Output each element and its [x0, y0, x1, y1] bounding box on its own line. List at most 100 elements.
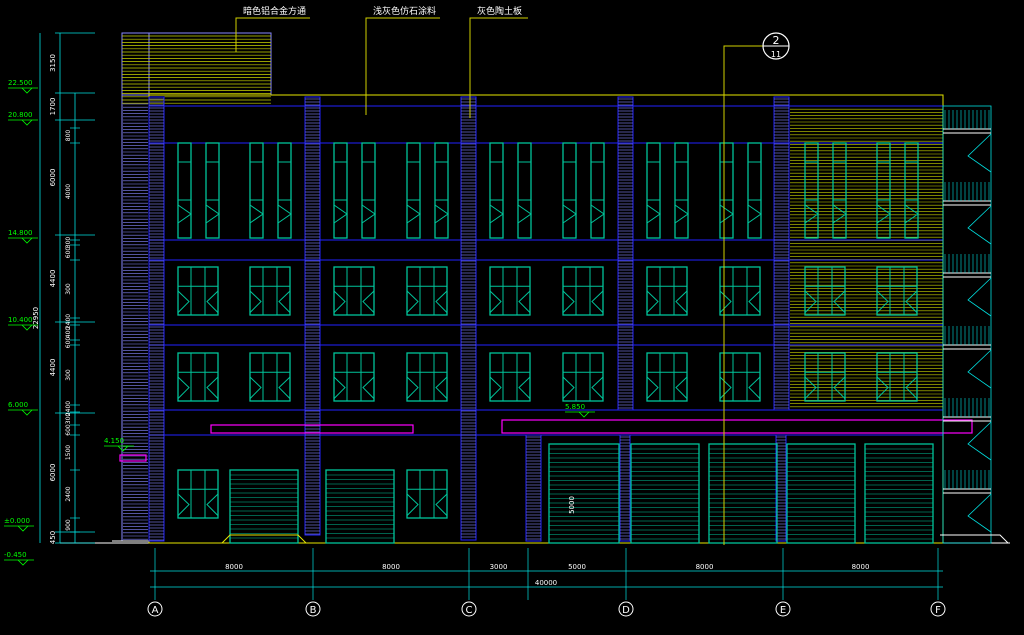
window-grid — [177, 142, 919, 519]
dim-text-inner: 300 — [65, 369, 72, 381]
dim-text-outer: 450 — [49, 531, 57, 544]
window-opening-mark — [406, 493, 419, 516]
window-opening-mark — [249, 376, 262, 399]
window-tall — [277, 142, 292, 239]
dim-text-bottom: 8000 — [696, 563, 714, 571]
detail-marker: 2 11 — [723, 32, 790, 545]
stair-flight — [967, 349, 992, 389]
dim-text-bottom: 8000 — [225, 563, 243, 571]
dim-text-bottom: 5000 — [568, 563, 586, 571]
window-opening-mark — [747, 204, 762, 224]
level-text: 20.800 — [8, 111, 33, 119]
grid-axes: A B C D E F — [147, 601, 946, 617]
window-opening-mark — [177, 204, 192, 224]
window-opening-mark — [591, 376, 604, 399]
window-opening-mark — [406, 290, 419, 313]
window-opening-mark — [333, 376, 346, 399]
window-opening-mark — [646, 376, 659, 399]
shutter-doors: 5000 — [221, 443, 934, 544]
annotation-stone-paint: 浅灰色仿石涂料 — [373, 5, 436, 17]
window-opening-mark — [434, 204, 449, 224]
axis-label: A — [152, 605, 159, 616]
window-opening-mark — [674, 204, 689, 224]
dim-text-inner: 900 — [65, 519, 72, 531]
dim-text-inner: 300 — [65, 283, 72, 295]
window-opening-mark — [177, 290, 190, 313]
annotation-clay-panel: 灰色陶土板 — [477, 5, 522, 17]
canopy-small — [119, 454, 147, 462]
level-triangle — [21, 237, 33, 244]
window-opening-mark — [876, 204, 891, 224]
dim-text-bottom-total: 40000 — [535, 579, 557, 587]
window-opening-mark — [435, 493, 448, 516]
dim-text-inner: 600 — [65, 424, 72, 436]
level-text: -0.450 — [4, 551, 27, 559]
window-opening-mark — [804, 204, 819, 224]
axis-bubble — [147, 601, 163, 617]
window-opening-mark — [406, 376, 419, 399]
level-text: 4.150 — [104, 437, 124, 445]
dim-text-outer: 1700 — [49, 98, 57, 116]
axis-bubble — [618, 601, 634, 617]
window-opening-mark — [177, 376, 190, 399]
window-tall — [747, 142, 762, 239]
dim-text-inner: 2400 — [65, 486, 72, 501]
window-opening-mark — [489, 204, 504, 224]
dim-text-inner: 2400 — [65, 314, 72, 329]
window-tall — [333, 142, 348, 239]
door-dimension: 5000 — [568, 496, 576, 514]
dim-text-outer: 6000 — [49, 464, 57, 482]
window-opening-mark — [278, 376, 291, 399]
window-tall — [406, 142, 421, 239]
column-frame — [773, 96, 790, 411]
window-tall — [590, 142, 605, 239]
window-tall — [177, 142, 192, 239]
window-tall — [249, 142, 264, 239]
hatched-columns — [148, 96, 790, 542]
detail-marker-top: 2 — [773, 34, 780, 47]
dim-text-bottom: 8000 — [382, 563, 400, 571]
axis-label: F — [935, 605, 941, 616]
dim-text-outer: 3150 — [49, 54, 57, 72]
axis-bubble — [775, 601, 791, 617]
window-opening-mark — [489, 290, 502, 313]
window-opening-mark — [591, 290, 604, 313]
dim-text-inner: 400 — [65, 327, 72, 339]
window-tall — [804, 142, 819, 239]
dim-text-inner: 800 — [65, 130, 72, 142]
stair-flight — [967, 493, 992, 533]
axis-label: E — [780, 605, 786, 616]
window-opening-mark — [833, 290, 846, 313]
window-tall — [646, 142, 661, 239]
window-opening-mark — [748, 290, 761, 313]
window-tall — [719, 142, 734, 239]
level-text: 10.400 — [8, 316, 33, 324]
axis-label: B — [310, 605, 317, 616]
window-tall — [562, 142, 577, 239]
level-triangle — [17, 559, 29, 566]
window-opening-mark — [406, 204, 421, 224]
window-opening-mark — [876, 376, 889, 399]
window-opening-mark — [361, 204, 376, 224]
axis-bubble — [461, 601, 477, 617]
level-triangle — [21, 119, 33, 126]
window-opening-mark — [362, 376, 375, 399]
window-opening-mark — [205, 204, 220, 224]
balcony-frame — [942, 105, 992, 544]
column-frame — [460, 96, 477, 541]
aluminum-screen-block — [112, 32, 272, 542]
window-opening-mark — [905, 290, 918, 313]
dim-text-inner: 600 — [65, 337, 72, 349]
window-tall — [832, 142, 847, 239]
window-opening-mark — [206, 290, 219, 313]
level-text: 6.000 — [8, 401, 28, 409]
detail-marker-bottom: 11 — [771, 50, 781, 59]
axis-label: D — [622, 605, 630, 616]
dim-text-bottom: 3000 — [490, 563, 508, 571]
level-text: 22.500 — [8, 79, 33, 87]
shutter-door — [630, 443, 700, 544]
window-opening-mark — [333, 290, 346, 313]
axis-label: C — [466, 605, 473, 616]
